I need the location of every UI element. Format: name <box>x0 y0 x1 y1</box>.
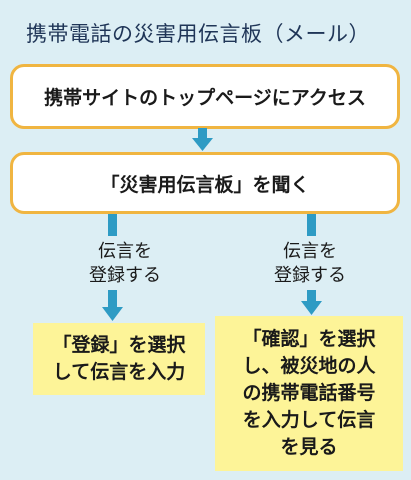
arrow-head-right <box>301 301 322 315</box>
branch-left-label-line: 登録する <box>89 265 161 286</box>
action-confirm-message: 「確認」を選択 し、被災地の人 の携帯電話番号 を入力して伝言 を見る <box>215 316 403 471</box>
arrow-head-1 <box>192 138 213 151</box>
step-open-disaster-board-label: 「災害用伝言板」を聞く <box>100 173 310 196</box>
action-register-message: 「登録」を選択 して伝言を入力 <box>33 323 205 395</box>
arrow-shaft-left-top <box>108 214 117 236</box>
action-register-line: 「登録」を選択 <box>52 334 186 356</box>
branch-right-label-line: 伝言を <box>283 241 337 262</box>
action-confirm-line: を入力して伝言 <box>242 409 376 431</box>
action-confirm-line: 「確認」を選択 <box>242 328 376 350</box>
branch-right-label: 伝言を 登録する <box>255 240 365 288</box>
action-confirm-line: を見る <box>280 436 338 458</box>
arrow-shaft-right-top <box>307 214 316 236</box>
arrow-shaft-right-bottom <box>307 290 316 302</box>
page-title: 携帯電話の災害用伝言板（メール） <box>26 22 370 46</box>
arrow-shaft-1 <box>198 128 207 139</box>
branch-left-label-line: 伝言を <box>98 241 152 262</box>
branch-right-label-line: 登録する <box>274 265 346 286</box>
step-open-disaster-board: 「災害用伝言板」を聞く <box>10 152 400 214</box>
arrow-head-left <box>102 307 123 321</box>
step-access-top-page-label: 携帯サイトのトップページにアクセス <box>44 87 366 109</box>
action-confirm-line: の携帯電話番号 <box>242 382 376 404</box>
action-confirm-line: し、被災地の人 <box>242 355 376 377</box>
branch-left-label: 伝言を 登録する <box>70 240 180 288</box>
step-access-top-page: 携帯サイトのトップページにアクセス <box>10 64 400 129</box>
arrow-shaft-left-bottom <box>108 290 117 308</box>
action-register-line: して伝言を入力 <box>52 361 186 383</box>
